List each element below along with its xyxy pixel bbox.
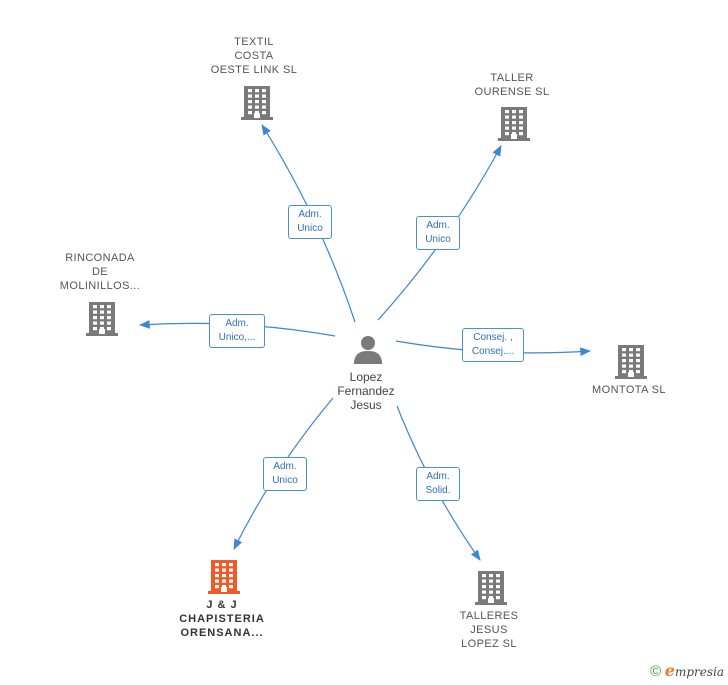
role-label-taller-ourense[interactable]: Adm. Unico <box>416 216 460 250</box>
building-icon[interactable] <box>614 343 648 379</box>
building-icon[interactable] <box>497 105 531 141</box>
company-name-talleres-jesus[interactable]: TALLERES JESUS LOPEZ SL <box>459 610 519 650</box>
building-icon[interactable] <box>85 300 119 336</box>
role-label-talleres-jesus[interactable]: Adm. Solid. <box>416 467 460 501</box>
brand-logo: empresia <box>664 661 724 680</box>
person-icon[interactable] <box>352 333 384 365</box>
building-icon[interactable] <box>240 84 274 120</box>
role-label-jj-chapisteria[interactable]: Adm. Unico <box>263 457 307 491</box>
company-name-rinconada[interactable]: RINCONADA DE MOLINILLOS... <box>59 252 141 292</box>
person-name[interactable]: Lopez Fernandez Jesus <box>337 370 395 412</box>
footer-brand: © empresia <box>650 661 724 680</box>
copyright-icon: © <box>650 663 662 680</box>
role-label-textil[interactable]: Adm. Unico <box>288 205 332 239</box>
building-icon[interactable] <box>474 569 508 605</box>
company-name-montota[interactable]: MONTOTA SL <box>592 384 666 396</box>
company-name-jj-chapisteria[interactable]: J & J CHAPISTERIA ORENSANA... <box>179 599 265 639</box>
role-label-montota[interactable]: Consej. , Consej.... <box>462 328 524 362</box>
company-name-textil[interactable]: TEXTIL COSTA OESTE LINK SL <box>210 36 298 76</box>
building-icon[interactable] <box>207 558 241 594</box>
company-name-taller-ourense[interactable]: TALLER OURENSE SL <box>474 72 550 98</box>
role-label-rinconada[interactable]: Adm. Unico,... <box>209 314 265 348</box>
